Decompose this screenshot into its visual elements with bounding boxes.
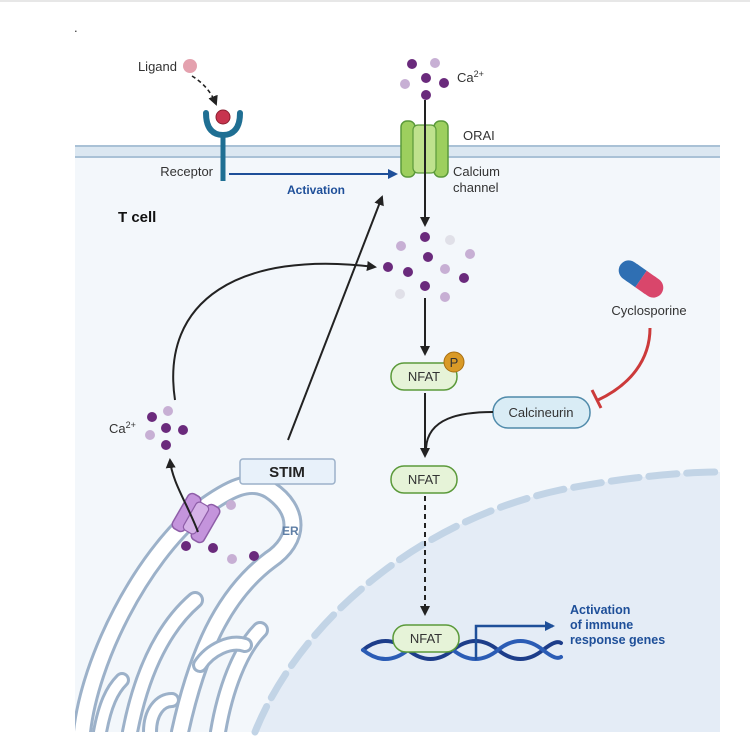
er-label: ER xyxy=(282,524,299,538)
phosphorylated-nfat xyxy=(390,362,458,391)
nuclear-envelope xyxy=(251,468,724,736)
calcium-channel-label-line1: Calcium xyxy=(453,164,500,179)
nucleus xyxy=(255,472,720,732)
plasma-membrane xyxy=(75,145,720,158)
activation-genes-line1: Activation xyxy=(570,603,630,617)
activation-label: Activation xyxy=(287,183,345,197)
orai-label: ORAI xyxy=(463,128,495,143)
stim-label: STIM xyxy=(269,464,305,481)
stim-activates-orai-arrow xyxy=(287,195,384,441)
er-lumen-calcium-ions xyxy=(181,500,259,564)
calcineurin-label: Calcineurin xyxy=(508,405,573,420)
t-cell-label: T cell xyxy=(118,209,156,226)
endoplasmic-reticulum: ER xyxy=(75,474,303,732)
cyclosporine-inhibition-line xyxy=(597,327,652,402)
nfat-p-label: NFAT xyxy=(408,369,440,384)
activation-genes-line2: of immune xyxy=(570,618,633,632)
nfat-cytoplasmic xyxy=(390,465,458,494)
receptor-label: Receptor xyxy=(160,164,213,179)
dot-mark: . xyxy=(74,20,78,35)
er-calcium-channel xyxy=(171,492,221,544)
ligand-binding-arrow xyxy=(191,75,218,106)
nfat-bottom-label: NFAT xyxy=(410,631,442,646)
er-released-calcium-ions xyxy=(145,406,188,450)
ligand-label: Ligand xyxy=(138,59,177,74)
nfat-nuclear xyxy=(392,624,460,653)
bound-ligand xyxy=(215,109,231,125)
activation-genes-line3: response genes xyxy=(570,633,665,647)
extracellular-calcium-ions xyxy=(400,58,449,100)
nfat-mid-label: NFAT xyxy=(408,472,440,487)
cytoplasmic-calcium-ions xyxy=(383,232,475,302)
ca-left-label: Ca2+ xyxy=(109,420,136,436)
calcineurin-action-line xyxy=(425,411,494,449)
phospho-label: P xyxy=(450,355,459,370)
phosphate-group xyxy=(443,351,465,373)
ca-top-label: Ca2+ xyxy=(457,69,484,85)
receptor xyxy=(203,110,243,181)
cyclosporine-label: Cyclosporine xyxy=(611,303,686,318)
calcium-channel-label-line2: channel xyxy=(453,180,499,195)
cyclosporine-pill xyxy=(618,260,664,298)
ligand xyxy=(183,59,197,73)
transcription-start-arrow xyxy=(474,621,555,660)
stim-box xyxy=(239,458,336,485)
store-depletion-signal-arrow xyxy=(172,261,377,401)
er-calcium-release-arrow xyxy=(165,458,199,533)
inhibition-bar xyxy=(590,389,603,409)
